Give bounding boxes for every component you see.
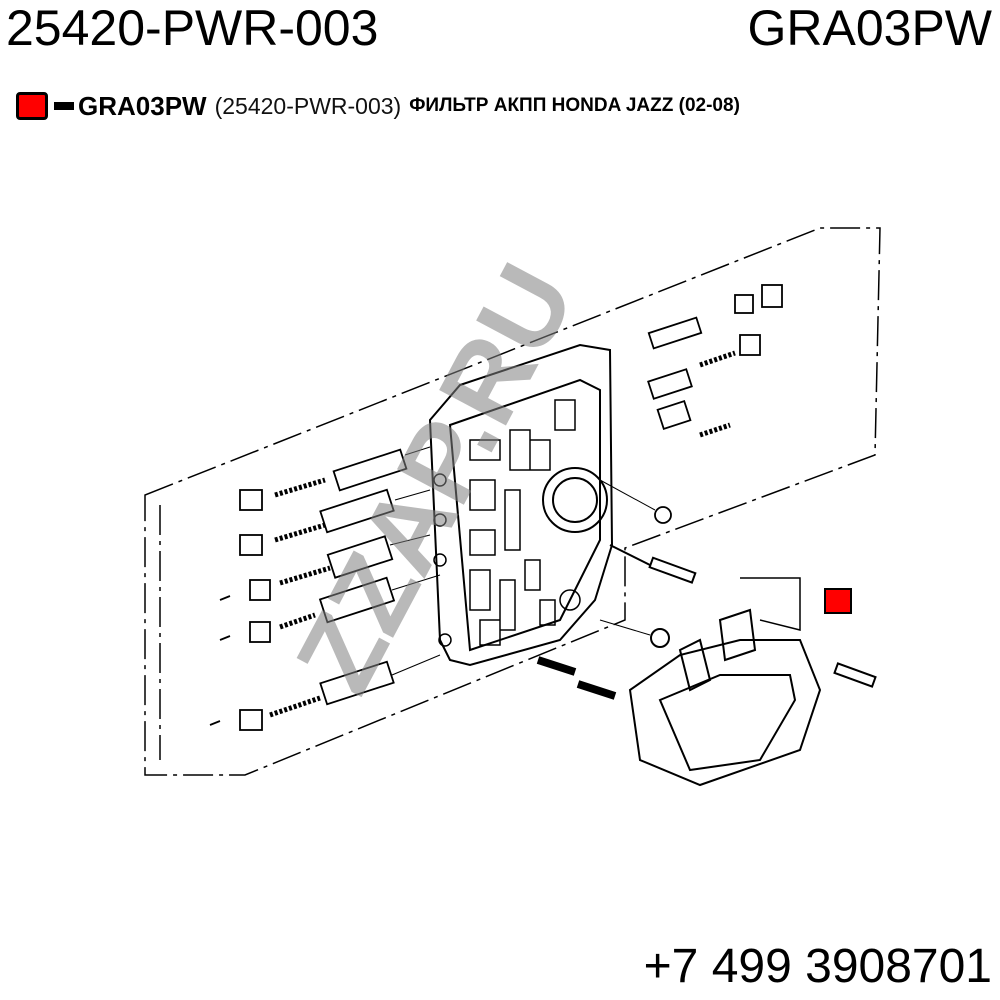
spool-row	[249, 535, 394, 601]
callout-marker-icon	[824, 588, 852, 614]
assembly-outline	[144, 227, 881, 776]
spool-row	[249, 576, 396, 643]
part-number: 25420-PWR-003	[6, 0, 379, 56]
brand-code: GRA03PW	[747, 0, 992, 56]
legend-oem: (25420-PWR-003)	[214, 92, 402, 119]
legend-dash-icon	[54, 102, 74, 110]
upper-right-parts	[599, 284, 783, 524]
legend-marker-icon	[16, 92, 48, 120]
valve-body	[428, 343, 614, 667]
phone-number: +7 499 3908701	[643, 940, 992, 993]
legend-description: ФИЛЬТР АКПП HONDA JAZZ (02-08)	[409, 95, 740, 116]
valve-spools	[209, 446, 441, 731]
spool-row	[239, 448, 408, 511]
legend-row: GRA03PW (25420-PWR-003) ФИЛЬТР АКПП HOND…	[16, 88, 740, 124]
spool-row	[239, 488, 395, 556]
legend-code: GRA03PW	[78, 90, 207, 121]
filter-assembly	[536, 544, 877, 787]
spool-row	[239, 660, 395, 731]
